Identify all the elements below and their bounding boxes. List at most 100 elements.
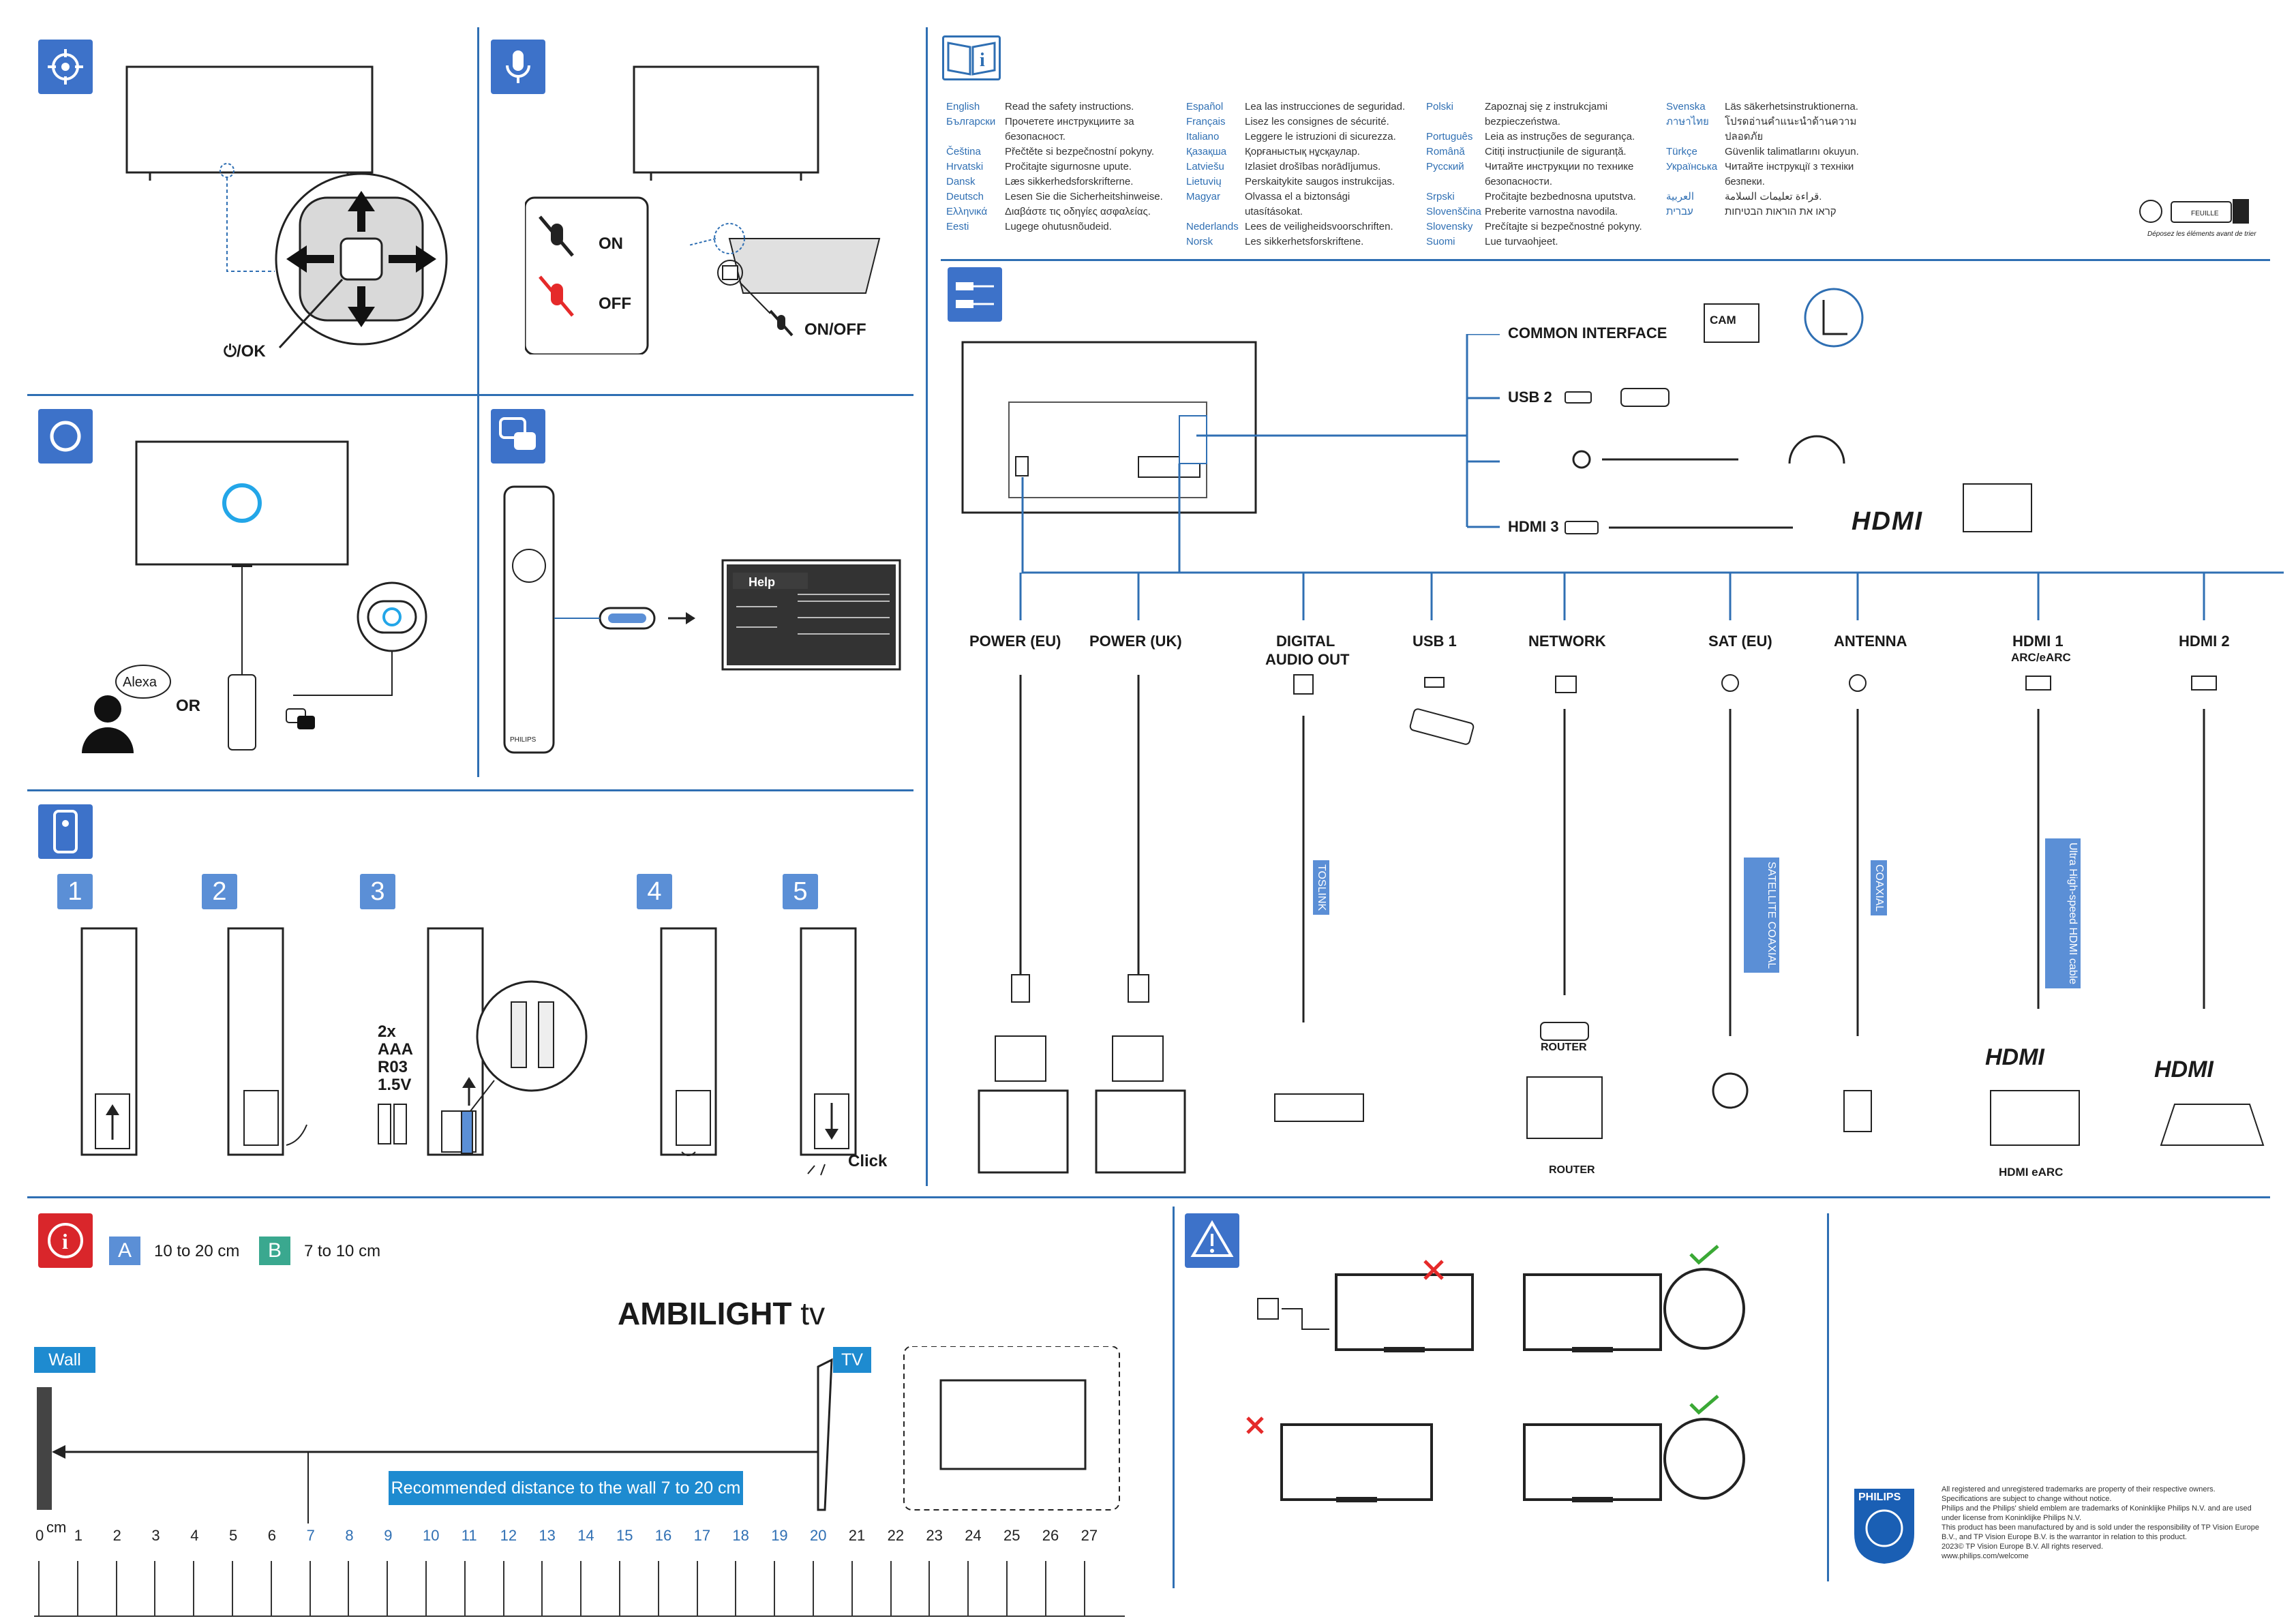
language-name: Slovensky bbox=[1426, 221, 1473, 232]
conn-power-eu: POWER (EU) bbox=[969, 633, 1061, 650]
mic-off-label: OFF bbox=[599, 294, 631, 313]
language-name: Hrvatski bbox=[946, 161, 984, 172]
language-instruction: Lea las instrucciones de seguridad. bbox=[1245, 101, 1406, 112]
language-instruction: Прочетете инструкциите за безопасност. bbox=[1005, 116, 1134, 142]
legal-line: Philips and the Philips' shield emblem a… bbox=[1942, 1504, 2252, 1522]
ruler-tick bbox=[1006, 1561, 1008, 1616]
ruler-number: 13 bbox=[539, 1527, 556, 1544]
svg-text:i: i bbox=[980, 50, 985, 71]
safety-language-row: Slovensky Prečítajte si bezpečnostné poky… bbox=[1426, 219, 1647, 234]
safety-col-2: Español Lea las instrucciones de segurida… bbox=[1186, 100, 1407, 249]
divider-h-2 bbox=[27, 789, 913, 791]
cable-icon bbox=[956, 282, 994, 308]
ruler-tick bbox=[154, 1561, 156, 1616]
conn-network: NETWORK bbox=[1528, 633, 1606, 650]
common-interface-label: COMMON INTERFACE bbox=[1508, 324, 1667, 342]
ambilight-title-suffix: tv bbox=[800, 1296, 826, 1331]
safety-language-row: Magyar Olvassa el a biztonsági utasítások… bbox=[1186, 189, 1407, 219]
ruler-number: 0 bbox=[35, 1527, 44, 1544]
language-instruction: Les sikkerhetsforskriftene. bbox=[1245, 236, 1364, 247]
ruler-number: 6 bbox=[267, 1527, 277, 1544]
language-instruction: Güvenlik talimatlarını okuyun. bbox=[1725, 146, 1859, 157]
red-cross-icon bbox=[1423, 1260, 1444, 1280]
microphone-icon bbox=[506, 50, 530, 83]
language-instruction: Читайте инструкции по технике безопаснос… bbox=[1485, 161, 1634, 187]
help-illustration bbox=[503, 485, 901, 754]
divider-h-1 bbox=[27, 394, 913, 396]
ruler-tick bbox=[735, 1561, 737, 1616]
ruler-baseline bbox=[34, 1616, 1125, 1617]
language-name: Қазақша bbox=[1186, 146, 1227, 157]
ruler-tick bbox=[309, 1561, 311, 1616]
ruler-tick bbox=[619, 1561, 620, 1616]
click-label: Click bbox=[848, 1152, 888, 1170]
ruler-number: 26 bbox=[1042, 1527, 1059, 1544]
mic-on-label: ON bbox=[599, 234, 623, 253]
legal-line: All registered and unregistered trademar… bbox=[1942, 1485, 2216, 1493]
hdmi-cable-label: Ultra High-speed HDMI cable bbox=[2045, 838, 2081, 989]
ruler-number: 8 bbox=[345, 1527, 354, 1544]
cable-illustrations bbox=[978, 674, 2265, 1174]
language-instruction: Citiți instrucțiunile de siguranță. bbox=[1485, 146, 1627, 157]
language-name: Dansk bbox=[946, 176, 976, 187]
language-instruction: Läs säkerhetsinstruktionerna. bbox=[1725, 101, 1858, 112]
ruler-number: 18 bbox=[732, 1527, 749, 1544]
ruler-tick bbox=[541, 1561, 543, 1616]
tv-tag: TV bbox=[833, 1347, 871, 1373]
language-instruction: Olvassa el a biztonsági utasításokat. bbox=[1245, 191, 1350, 217]
step-4: 4 bbox=[637, 874, 672, 909]
language-instruction: Izlasiet drošības norādījumus. bbox=[1245, 161, 1381, 172]
help-chat-icon bbox=[499, 417, 536, 450]
ruler-tick bbox=[890, 1561, 892, 1616]
ruler-tick bbox=[696, 1561, 698, 1616]
ruler-number: 7 bbox=[306, 1527, 315, 1544]
divider-h-conn bbox=[941, 259, 2270, 261]
language-instruction: Prečítajte si bezpečnostné pokyny. bbox=[1485, 221, 1642, 232]
language-name: Español bbox=[1186, 101, 1224, 112]
alexa-speech-text: Alexa bbox=[123, 675, 157, 690]
ruler-number: 3 bbox=[151, 1527, 160, 1544]
language-name: Slovenščina bbox=[1426, 206, 1481, 217]
language-name: Lietuvių bbox=[1186, 176, 1222, 187]
language-name: Magyar bbox=[1186, 191, 1221, 202]
ruler-number: 5 bbox=[229, 1527, 238, 1544]
help-icon-badge bbox=[491, 409, 545, 464]
mic-toggle-icon bbox=[769, 309, 794, 337]
legal-line: 2023© TP Vision Europe B.V. All rights r… bbox=[1942, 1543, 2104, 1551]
philips-brand: PHILIPS bbox=[1858, 1491, 1901, 1503]
target-icon-badge bbox=[38, 40, 93, 94]
language-instruction: Leggere le istruzioni di sicurezza. bbox=[1245, 131, 1396, 142]
wall-tag: Wall bbox=[34, 1347, 95, 1373]
ruler-tick bbox=[928, 1561, 931, 1616]
svg-text:i: i bbox=[62, 1229, 68, 1254]
ruler-number: 22 bbox=[887, 1527, 905, 1544]
legal-line: This product has been manufactured by an… bbox=[1942, 1523, 2259, 1541]
microphone-icon-badge bbox=[491, 40, 545, 94]
language-instruction: Διαβάστε τις οδηγίες ασφαλείας. bbox=[1005, 206, 1151, 217]
ruler-tick bbox=[657, 1561, 659, 1616]
coaxial-label: COAXIAL bbox=[1871, 860, 1887, 916]
ruler-tick bbox=[774, 1561, 776, 1616]
ambilight-title: AMBILIGHT tv bbox=[618, 1295, 825, 1332]
alexa-icon-badge bbox=[38, 409, 93, 464]
language-instruction: Pročitajte bezbednosna uputstva. bbox=[1485, 191, 1636, 202]
wall-distance-illustration bbox=[37, 1346, 1120, 1523]
ruler-number: 1 bbox=[74, 1527, 83, 1544]
tag-a: A bbox=[109, 1237, 140, 1265]
ruler-number: 27 bbox=[1081, 1527, 1098, 1544]
